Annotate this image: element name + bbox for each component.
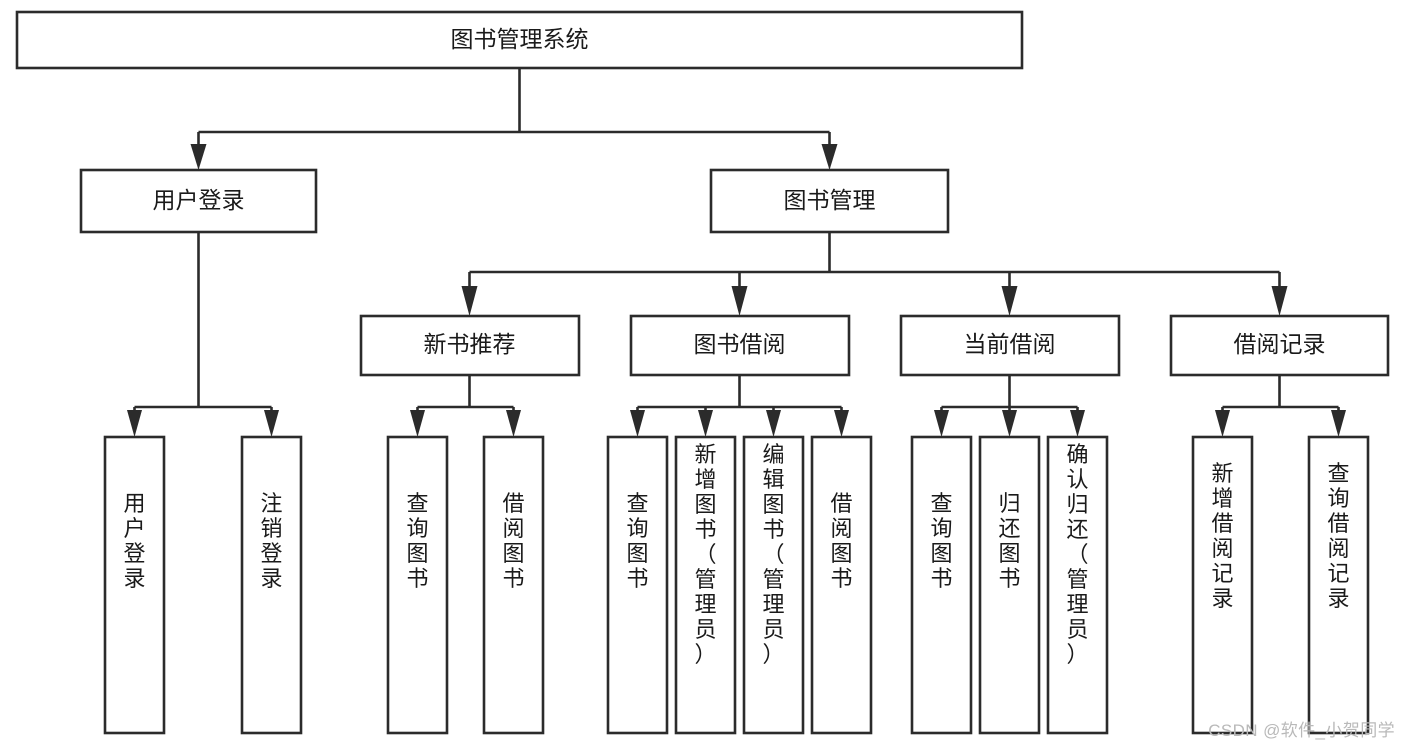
arrow-head-leaf-query-book-1 [410,410,425,437]
leaf-node-query-record[interactable]: 查询借阅记录 [1307,435,1370,735]
arrow-head-leaf-borrow-book-1 [506,410,521,437]
node-current-borrow[interactable]: 当前借阅 [899,314,1121,377]
leaf-node-query-record-label: 查询借阅记录 [1327,461,1349,611]
arrow-head-user-login [190,144,207,170]
arrow-head-leaf-add-record [1215,410,1230,437]
leaf-node-return-book-label: 归还图书 [998,491,1020,591]
leaf-node-borrow-book-2-box[interactable] [810,435,873,735]
node-root-label: 图书管理系统 [451,26,589,52]
leaf-node-add-book-label: 新增图书（管理员） [694,442,716,667]
node-borrow-record[interactable]: 借阅记录 [1169,314,1390,377]
node-borrow-record-label: 借阅记录 [1234,331,1326,357]
leaf-node-add-book-box[interactable] [674,435,737,735]
leaf-node-return-book-box[interactable] [978,435,1041,735]
node-root[interactable]: 图书管理系统 [15,10,1024,70]
connector-group-current-borrow [934,375,1085,437]
arrow-head-leaf-query-book-3 [934,410,949,437]
leaf-node-return-book[interactable]: 归还图书 [978,435,1041,735]
arrow-head-book-borrow [731,286,748,316]
node-current-borrow-box[interactable] [899,314,1121,377]
arrow-head-current-borrow [1001,286,1018,316]
leaf-node-edit-book[interactable]: 编辑图书（管理员） [742,435,805,735]
node-borrow-record-box[interactable] [1169,314,1390,377]
arrow-head-new-book-recommend [461,286,478,316]
leaf-node-borrow-book-2-label: 借阅图书 [830,491,852,591]
node-root-box[interactable] [15,10,1024,70]
arrow-head-leaf-confirm-return [1070,410,1085,437]
node-book-borrow-box[interactable] [629,314,851,377]
arrow-head-leaf-edit-book [766,410,781,437]
leaf-node-query-record-box[interactable] [1307,435,1370,735]
leaf-node-user-login-label: 用户登录 [123,491,145,591]
arrow-head-leaf-user-login [127,410,142,437]
connector-group-user-login [127,232,279,437]
leaf-node-user-logout-label: 注销登录 [260,491,282,591]
leaf-node-user-login-box[interactable] [103,435,166,735]
csdn-watermark: CSDN @软件_小贺同学 [1208,721,1395,740]
arrow-head-leaf-add-book [698,410,713,437]
arrow-head-leaf-query-record [1331,410,1346,437]
connector-group-new-book-recommend [410,375,521,437]
leaf-node-confirm-return-box[interactable] [1046,435,1109,735]
node-new-book-recommend-box[interactable] [359,314,581,377]
node-new-book-recommend[interactable]: 新书推荐 [359,314,581,377]
node-book-borrow-label: 图书借阅 [694,331,786,357]
leaf-node-add-record[interactable]: 新增借阅记录 [1191,435,1254,735]
leaf-node-query-book-3-box[interactable] [910,435,973,735]
node-user-login-label: 用户登录 [153,187,245,213]
connector-group-borrow-record [1215,375,1346,437]
leaf-node-query-book-1[interactable]: 查询图书 [386,435,449,735]
arrow-head-borrow-record [1271,286,1288,316]
arrow-head-leaf-query-book-2 [630,410,645,437]
node-book-manage-box[interactable] [709,168,950,234]
leaf-node-query-book-2[interactable]: 查询图书 [606,435,669,735]
leaf-node-edit-book-box[interactable] [742,435,805,735]
leaf-node-borrow-book-1-box[interactable] [482,435,545,735]
leaf-node-user-login[interactable]: 用户登录 [103,435,166,735]
leaf-node-borrow-book-1[interactable]: 借阅图书 [482,435,545,735]
arrow-head-leaf-borrow-book-2 [834,410,849,437]
arrow-head-leaf-return-book [1002,410,1017,437]
arrow-head-leaf-user-logout [264,410,279,437]
leaf-node-query-book-1-box[interactable] [386,435,449,735]
leaf-node-add-record-box[interactable] [1191,435,1254,735]
leaf-node-query-book-1-label: 查询图书 [406,491,428,591]
node-current-borrow-label: 当前借阅 [964,331,1056,357]
leaf-node-user-logout[interactable]: 注销登录 [240,435,303,735]
node-new-book-recommend-label: 新书推荐 [424,331,516,357]
leaf-node-confirm-return-label: 确认归还（管理员） [1066,442,1088,667]
leaf-node-query-book-2-label: 查询图书 [626,491,648,591]
leaf-node-confirm-return[interactable]: 确认归还（管理员） [1046,435,1109,735]
leaf-node-borrow-book-2[interactable]: 借阅图书 [810,435,873,735]
connector-group-book-borrow [630,375,849,437]
leaf-node-query-book-3[interactable]: 查询图书 [910,435,973,735]
arrow-head-book-manage [821,144,838,170]
node-user-login-box[interactable] [79,168,318,234]
node-user-login[interactable]: 用户登录 [79,168,318,234]
node-book-manage-label: 图书管理 [784,187,876,213]
leaf-node-user-logout-box[interactable] [240,435,303,735]
node-book-manage[interactable]: 图书管理 [709,168,950,234]
leaf-node-add-record-label: 新增借阅记录 [1211,461,1233,611]
leaf-node-borrow-book-1-label: 借阅图书 [502,491,524,591]
connector-group-root [190,68,838,170]
leaf-node-query-book-2-box[interactable] [606,435,669,735]
leaf-node-edit-book-label: 编辑图书（管理员） [762,442,784,667]
leaf-node-query-book-3-label: 查询图书 [930,491,952,591]
connector-group-book-manage [461,232,1288,316]
leaf-node-add-book[interactable]: 新增图书（管理员） [674,435,737,735]
node-book-borrow[interactable]: 图书借阅 [629,314,851,377]
